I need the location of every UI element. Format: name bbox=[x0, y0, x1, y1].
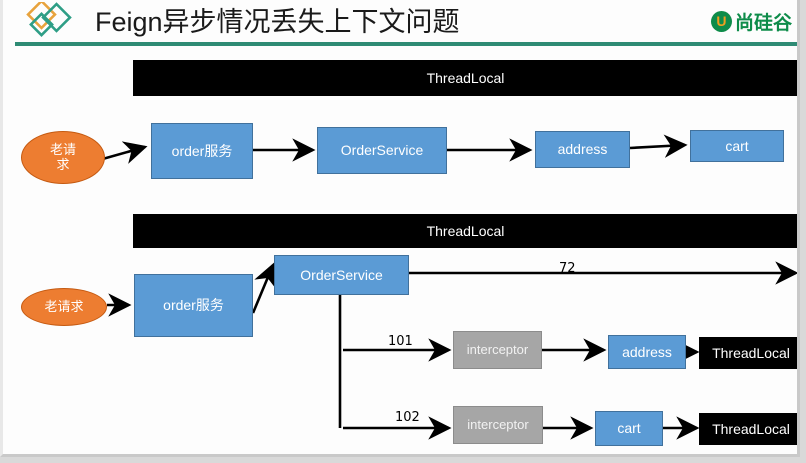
node-interceptor-101: interceptor bbox=[453, 331, 542, 369]
node-cart-bottom: cart bbox=[595, 411, 663, 446]
node-orderservice-top: OrderService bbox=[317, 127, 447, 174]
brand-u-icon: U bbox=[710, 10, 732, 32]
request-label-line1: 老请 bbox=[49, 142, 76, 158]
threadlocal-bar-bottom: ThreadLocal bbox=[133, 214, 797, 248]
node-order-service-bottom: order服务 bbox=[134, 274, 253, 337]
thread-id-label-72: 72 bbox=[559, 261, 576, 276]
threadlocal-box-102: ThreadLocal bbox=[699, 413, 797, 445]
node-cart-top: cart bbox=[690, 130, 784, 162]
request-node-bottom: 老请求 bbox=[21, 288, 107, 326]
node-address-bottom: address bbox=[608, 335, 686, 369]
thread-id-label-101: 101 bbox=[388, 334, 413, 349]
request-node-top: 老请 求 bbox=[21, 131, 105, 184]
threadlocal-box-101: ThreadLocal bbox=[699, 337, 797, 369]
node-interceptor-102: interceptor bbox=[453, 406, 543, 444]
shangguigu-diamond-logo-icon bbox=[17, 0, 79, 42]
request-label-line2: 求 bbox=[56, 156, 70, 172]
node-order-service-top: order服务 bbox=[151, 123, 253, 179]
thread-id-label-102: 102 bbox=[395, 410, 420, 425]
brand-logo: U 尚硅谷 bbox=[710, 8, 792, 34]
page-title: Feign异步情况丢失上下文问题 bbox=[95, 7, 460, 37]
header-divider bbox=[15, 42, 797, 46]
node-address-top: address bbox=[535, 131, 630, 168]
threadlocal-bar-top: ThreadLocal bbox=[133, 60, 797, 96]
slide-canvas: Feign异步情况丢失上下文问题 U 尚硅谷 bbox=[0, 0, 800, 457]
slide-header: Feign异步情况丢失上下文问题 U 尚硅谷 bbox=[3, 0, 797, 46]
brand-name: 尚硅谷 bbox=[734, 12, 792, 34]
node-orderservice-bottom: OrderService bbox=[274, 255, 409, 295]
